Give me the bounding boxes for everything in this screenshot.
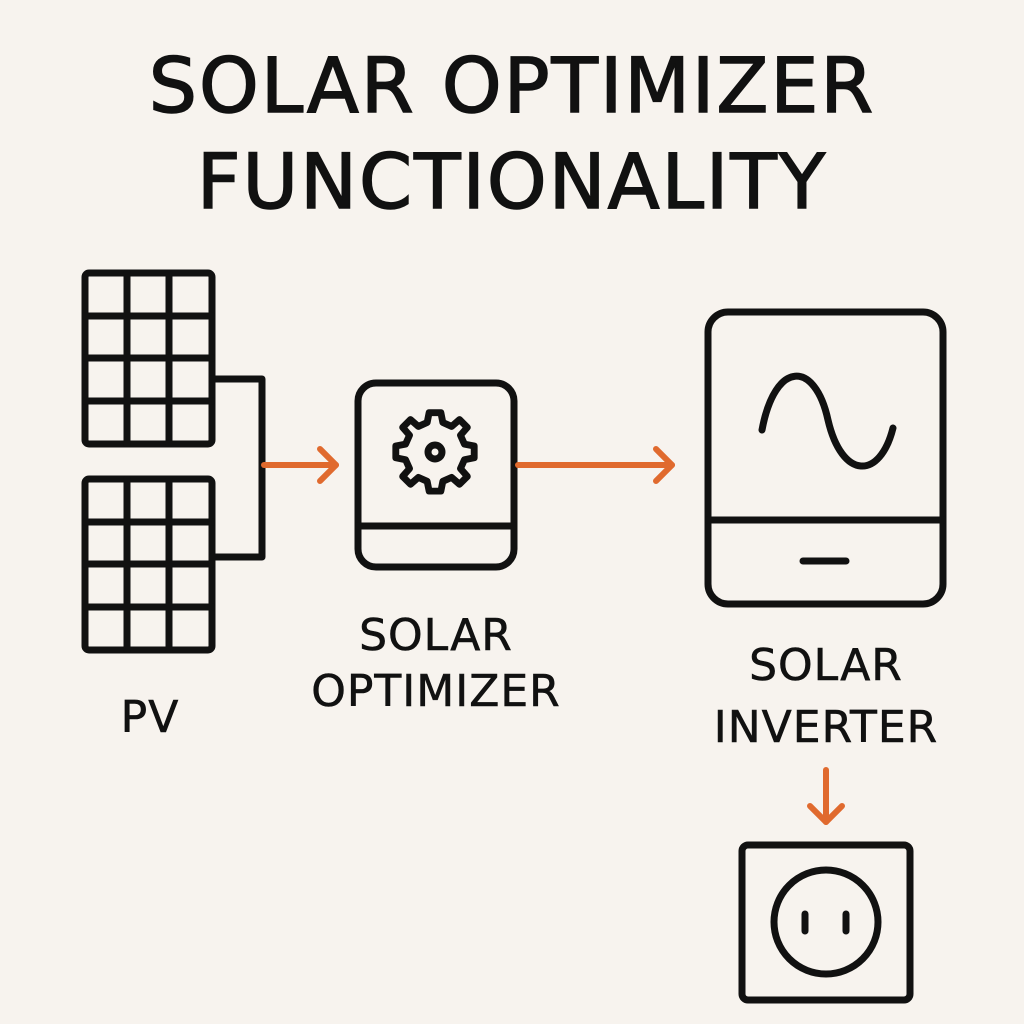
arrow-pv-to-optimizer — [261, 446, 339, 484]
optimizer-label-line-1: SOLAR — [359, 610, 513, 661]
arrow-optimizer-to-inverter — [515, 446, 675, 484]
diagram-title-line-1: SOLAR OPTIMIZER — [148, 41, 876, 130]
power-outlet-icon — [738, 841, 914, 1004]
arrow-inverter-to-outlet — [807, 767, 845, 825]
inverter-label-line-1: SOLAR — [749, 640, 903, 691]
optimizer-label-line-2: OPTIMIZER — [311, 666, 561, 717]
pv-wiring — [208, 375, 266, 561]
pv-label: PV — [120, 692, 180, 743]
solar-inverter-box — [704, 308, 947, 608]
gear-icon — [392, 409, 478, 495]
solar-panel-icon — [81, 475, 216, 654]
inverter-label-line-2: INVERTER — [713, 702, 939, 753]
solar-optimizer-box — [354, 379, 518, 571]
sine-wave-icon — [758, 372, 897, 470]
diagram-title-line-2: FUNCTIONALITY — [196, 137, 828, 226]
solar-panel-icon — [81, 269, 216, 448]
